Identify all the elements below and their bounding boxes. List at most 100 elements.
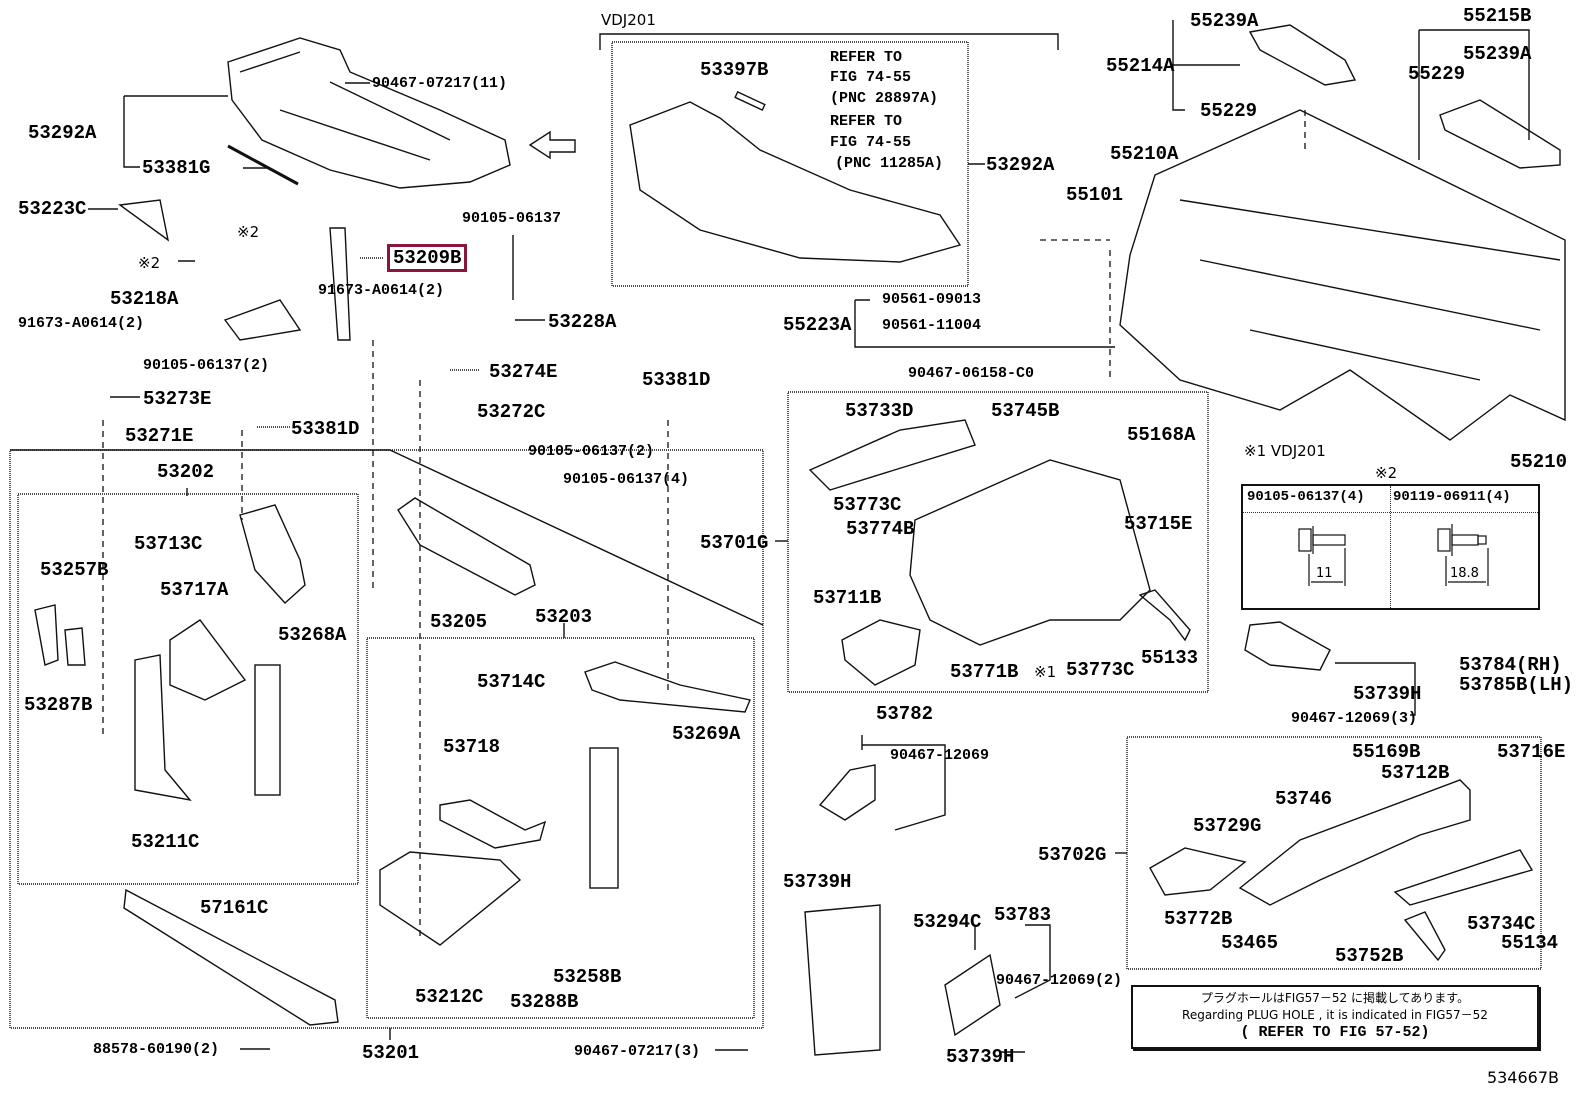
part-label-90467-07217-3[interactable]: 90467-07217(3) <box>574 1043 701 1060</box>
part-label-53783[interactable]: 53783 <box>994 904 1052 926</box>
part-label-53715E[interactable]: 53715E <box>1124 513 1193 535</box>
part-label-90561-11004[interactable]: 90561-11004 <box>882 317 982 334</box>
part-label-53785B-LH[interactable]: 53785B(LH) <box>1459 674 1574 696</box>
part-label-53274E[interactable]: 53274E <box>489 361 558 383</box>
part-label-53773C[interactable]: 53773C <box>833 494 902 516</box>
part-label-90467-06158-C0[interactable]: 90467-06158-C0 <box>908 365 1035 382</box>
part-label-53381G[interactable]: 53381G <box>142 157 211 179</box>
part-label-55239A[interactable]: 55239A <box>1190 10 1259 32</box>
part-label-90561-09013[interactable]: 90561-09013 <box>882 291 982 308</box>
part-label-53713C[interactable]: 53713C <box>134 533 203 555</box>
part-label-90467-12069[interactable]: 90467-12069 <box>890 747 990 764</box>
part-label-55229[interactable]: 55229 <box>1408 63 1466 85</box>
part-label-90467-12069-3[interactable]: 90467-12069(3) <box>1291 710 1418 727</box>
part-label-53257B[interactable]: 53257B <box>40 559 109 581</box>
part-label-91673-A0614-2[interactable]: 91673-A0614(2) <box>318 282 445 299</box>
figure-id: 534667B <box>1486 1068 1559 1087</box>
part-label-53739H[interactable]: 53739H <box>783 871 852 893</box>
refer-note-1-line2[interactable]: FIG 74-55 <box>830 69 912 86</box>
part-label-53397B[interactable]: 53397B <box>700 59 769 81</box>
spec-col2-header[interactable]: 90119-06911(4) <box>1393 489 1511 505</box>
refer-note-2-line3: (PNC 11285A) <box>835 155 944 172</box>
part-label-55223A[interactable]: 55223A <box>783 314 852 336</box>
part-label-53273E[interactable]: 53273E <box>143 388 212 410</box>
part-label-53228A[interactable]: 53228A <box>548 311 617 333</box>
part-label-88578-60190-2[interactable]: 88578-60190(2) <box>93 1041 220 1058</box>
part-label-53733D[interactable]: 53733D <box>845 400 914 422</box>
part-label-91673-A0614-2[interactable]: 91673-A0614(2) <box>18 315 145 332</box>
part-shape-53211C <box>134 654 192 802</box>
part-label-90105-06137-4[interactable]: 90105-06137(4) <box>563 471 690 488</box>
part-label-53269A[interactable]: 53269A <box>672 723 741 745</box>
part-label-53752B[interactable]: 53752B <box>1335 945 1404 967</box>
part-label-53716E[interactable]: 53716E <box>1497 741 1566 763</box>
part-label-90467-12069-2[interactable]: 90467-12069(2) <box>996 972 1123 989</box>
part-label-53292A[interactable]: 53292A <box>986 154 1055 176</box>
part-label-53212C[interactable]: 53212C <box>415 986 484 1008</box>
part-label-53218A[interactable]: 53218A <box>110 288 179 310</box>
part-label-53287B[interactable]: 53287B <box>24 694 93 716</box>
part-label-53702G[interactable]: 53702G <box>1038 844 1107 866</box>
part-label-53739H[interactable]: 53739H <box>946 1046 1015 1068</box>
part-label-53771B[interactable]: 53771B <box>950 661 1019 683</box>
part-label-53745B[interactable]: 53745B <box>991 400 1060 422</box>
part-label-55210A[interactable]: 55210A <box>1110 143 1179 165</box>
part-label-90105-06137-2[interactable]: 90105-06137(2) <box>143 357 270 374</box>
note-refer-link[interactable]: ( REFER TO FIG 57-52) <box>1240 1024 1430 1041</box>
part-label-55134[interactable]: 55134 <box>1501 932 1559 954</box>
spec-col1-header[interactable]: 90105-06137(4) <box>1247 489 1365 505</box>
part-label-90105-06137-2[interactable]: 90105-06137(2) <box>528 443 655 460</box>
part-label-53734C[interactable]: 53734C <box>1467 913 1536 935</box>
part-label-53272C[interactable]: 53272C <box>477 401 546 423</box>
part-label-53746[interactable]: 53746 <box>1275 788 1333 810</box>
part-label-55168A[interactable]: 55168A <box>1127 424 1196 446</box>
part-shape-53292A-inset <box>629 101 962 263</box>
part-label-53465[interactable]: 53465 <box>1221 932 1279 954</box>
part-label-53717A[interactable]: 53717A <box>160 579 229 601</box>
part-label-53258B[interactable]: 53258B <box>553 966 622 988</box>
part-label-53294C[interactable]: 53294C <box>913 911 982 933</box>
part-label-53773C[interactable]: 53773C <box>1066 659 1135 681</box>
part-label-53774B[interactable]: 53774B <box>846 518 915 540</box>
part-label-53201[interactable]: 53201 <box>362 1042 420 1064</box>
part-label-53711B[interactable]: 53711B <box>813 587 882 609</box>
part-label-55239A[interactable]: 55239A <box>1463 43 1532 65</box>
part-label-55101[interactable]: 55101 <box>1066 184 1124 206</box>
part-label-53739H[interactable]: 53739H <box>1353 683 1422 705</box>
part-shape-53713C <box>239 504 306 604</box>
part-label-55214A[interactable]: 55214A <box>1106 55 1175 77</box>
part-label-55169B[interactable]: 55169B <box>1352 741 1421 763</box>
part-label-53701G[interactable]: 53701G <box>700 532 769 554</box>
part-label-53211C[interactable]: 53211C <box>131 831 200 853</box>
part-shape-55101 <box>1119 109 1566 441</box>
part-shape-55215B <box>1439 99 1561 169</box>
part-label-53718[interactable]: 53718 <box>443 736 501 758</box>
part-label-53381D[interactable]: 53381D <box>291 418 360 440</box>
part-shape-53771B <box>841 619 921 686</box>
part-label-53782[interactable]: 53782 <box>876 703 934 725</box>
part-label-55210[interactable]: 55210 <box>1510 451 1568 473</box>
part-label-53381D[interactable]: 53381D <box>642 369 711 391</box>
part-label-53205[interactable]: 53205 <box>430 611 488 633</box>
part-label-53784-RH[interactable]: 53784(RH) <box>1459 654 1562 676</box>
part-label-53772B[interactable]: 53772B <box>1164 908 1233 930</box>
refer-note-2-line2[interactable]: FIG 74-55 <box>830 134 912 151</box>
part-label-53223C[interactable]: 53223C <box>18 198 87 220</box>
part-label-53292A[interactable]: 53292A <box>28 122 97 144</box>
part-label-55215B[interactable]: 55215B <box>1463 5 1532 27</box>
part-label-53209B-highlighted[interactable]: 53209B <box>386 244 468 272</box>
part-label-53203[interactable]: 53203 <box>535 606 593 628</box>
part-label-53202[interactable]: 53202 <box>157 461 215 483</box>
part-label-53268A[interactable]: 53268A <box>278 624 347 646</box>
bolt-illustrations <box>1298 524 1489 586</box>
part-label-55133[interactable]: 55133 <box>1141 647 1199 669</box>
part-label-53729G[interactable]: 53729G <box>1193 815 1262 837</box>
part-label-53271E[interactable]: 53271E <box>125 425 194 447</box>
part-label-57161C[interactable]: 57161C <box>200 897 269 919</box>
part-label-55229[interactable]: 55229 <box>1200 100 1258 122</box>
part-label-90467-07217-11[interactable]: 90467-07217(11) <box>372 75 508 92</box>
part-label-90105-06137[interactable]: 90105-06137 <box>462 210 562 227</box>
part-label-53712B[interactable]: 53712B <box>1381 762 1450 784</box>
part-label-53714C[interactable]: 53714C <box>477 671 546 693</box>
part-label-53288B[interactable]: 53288B <box>510 991 579 1013</box>
